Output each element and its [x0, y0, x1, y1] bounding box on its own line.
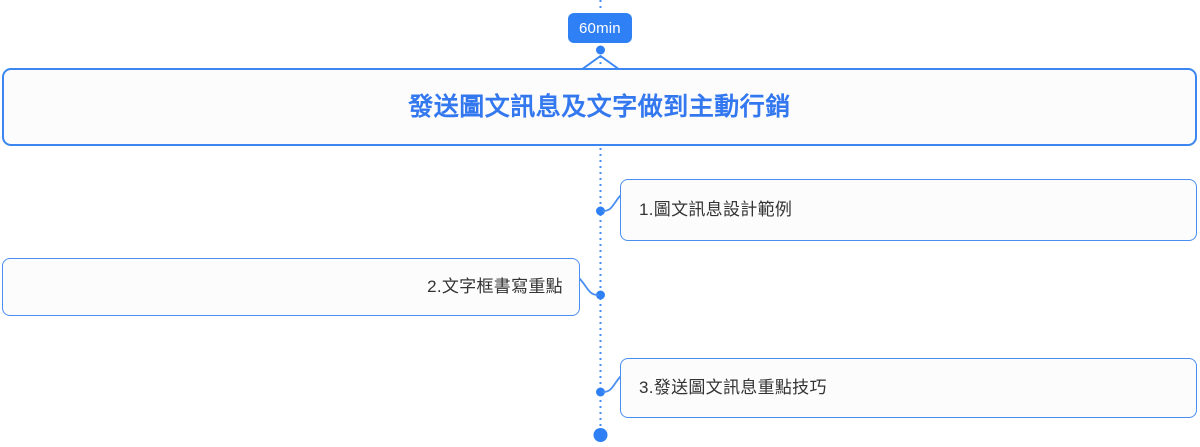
- child-node-1[interactable]: 1.圖文訊息設計範例: [620, 179, 1197, 241]
- spine-terminal-dot: [593, 428, 608, 442]
- root-node[interactable]: 發送圖文訊息及文字做到主動行銷: [2, 68, 1197, 146]
- branch-curve-2: [579, 278, 599, 296]
- branch-dot-2: [596, 290, 605, 300]
- branch-curve-3: [602, 376, 621, 393]
- child-node-2-label: 2.文字框書寫重點: [427, 276, 563, 296]
- child-node-2[interactable]: 2.文字框書寫重點: [2, 258, 580, 316]
- spine-dot-under-badge: [596, 45, 605, 55]
- branch-dot-1: [596, 206, 605, 216]
- branch-curve-1: [602, 195, 621, 212]
- child-node-3-label: 3.發送圖文訊息重點技巧: [639, 377, 827, 397]
- root-node-title: 發送圖文訊息及文字做到主動行銷: [408, 92, 791, 121]
- duration-badge-label: 60min: [579, 19, 621, 37]
- branch-dot-3: [596, 387, 605, 397]
- child-node-1-label: 1.圖文訊息設計範例: [639, 199, 793, 219]
- duration-badge[interactable]: 60min: [568, 13, 632, 43]
- child-node-3[interactable]: 3.發送圖文訊息重點技巧: [620, 358, 1197, 418]
